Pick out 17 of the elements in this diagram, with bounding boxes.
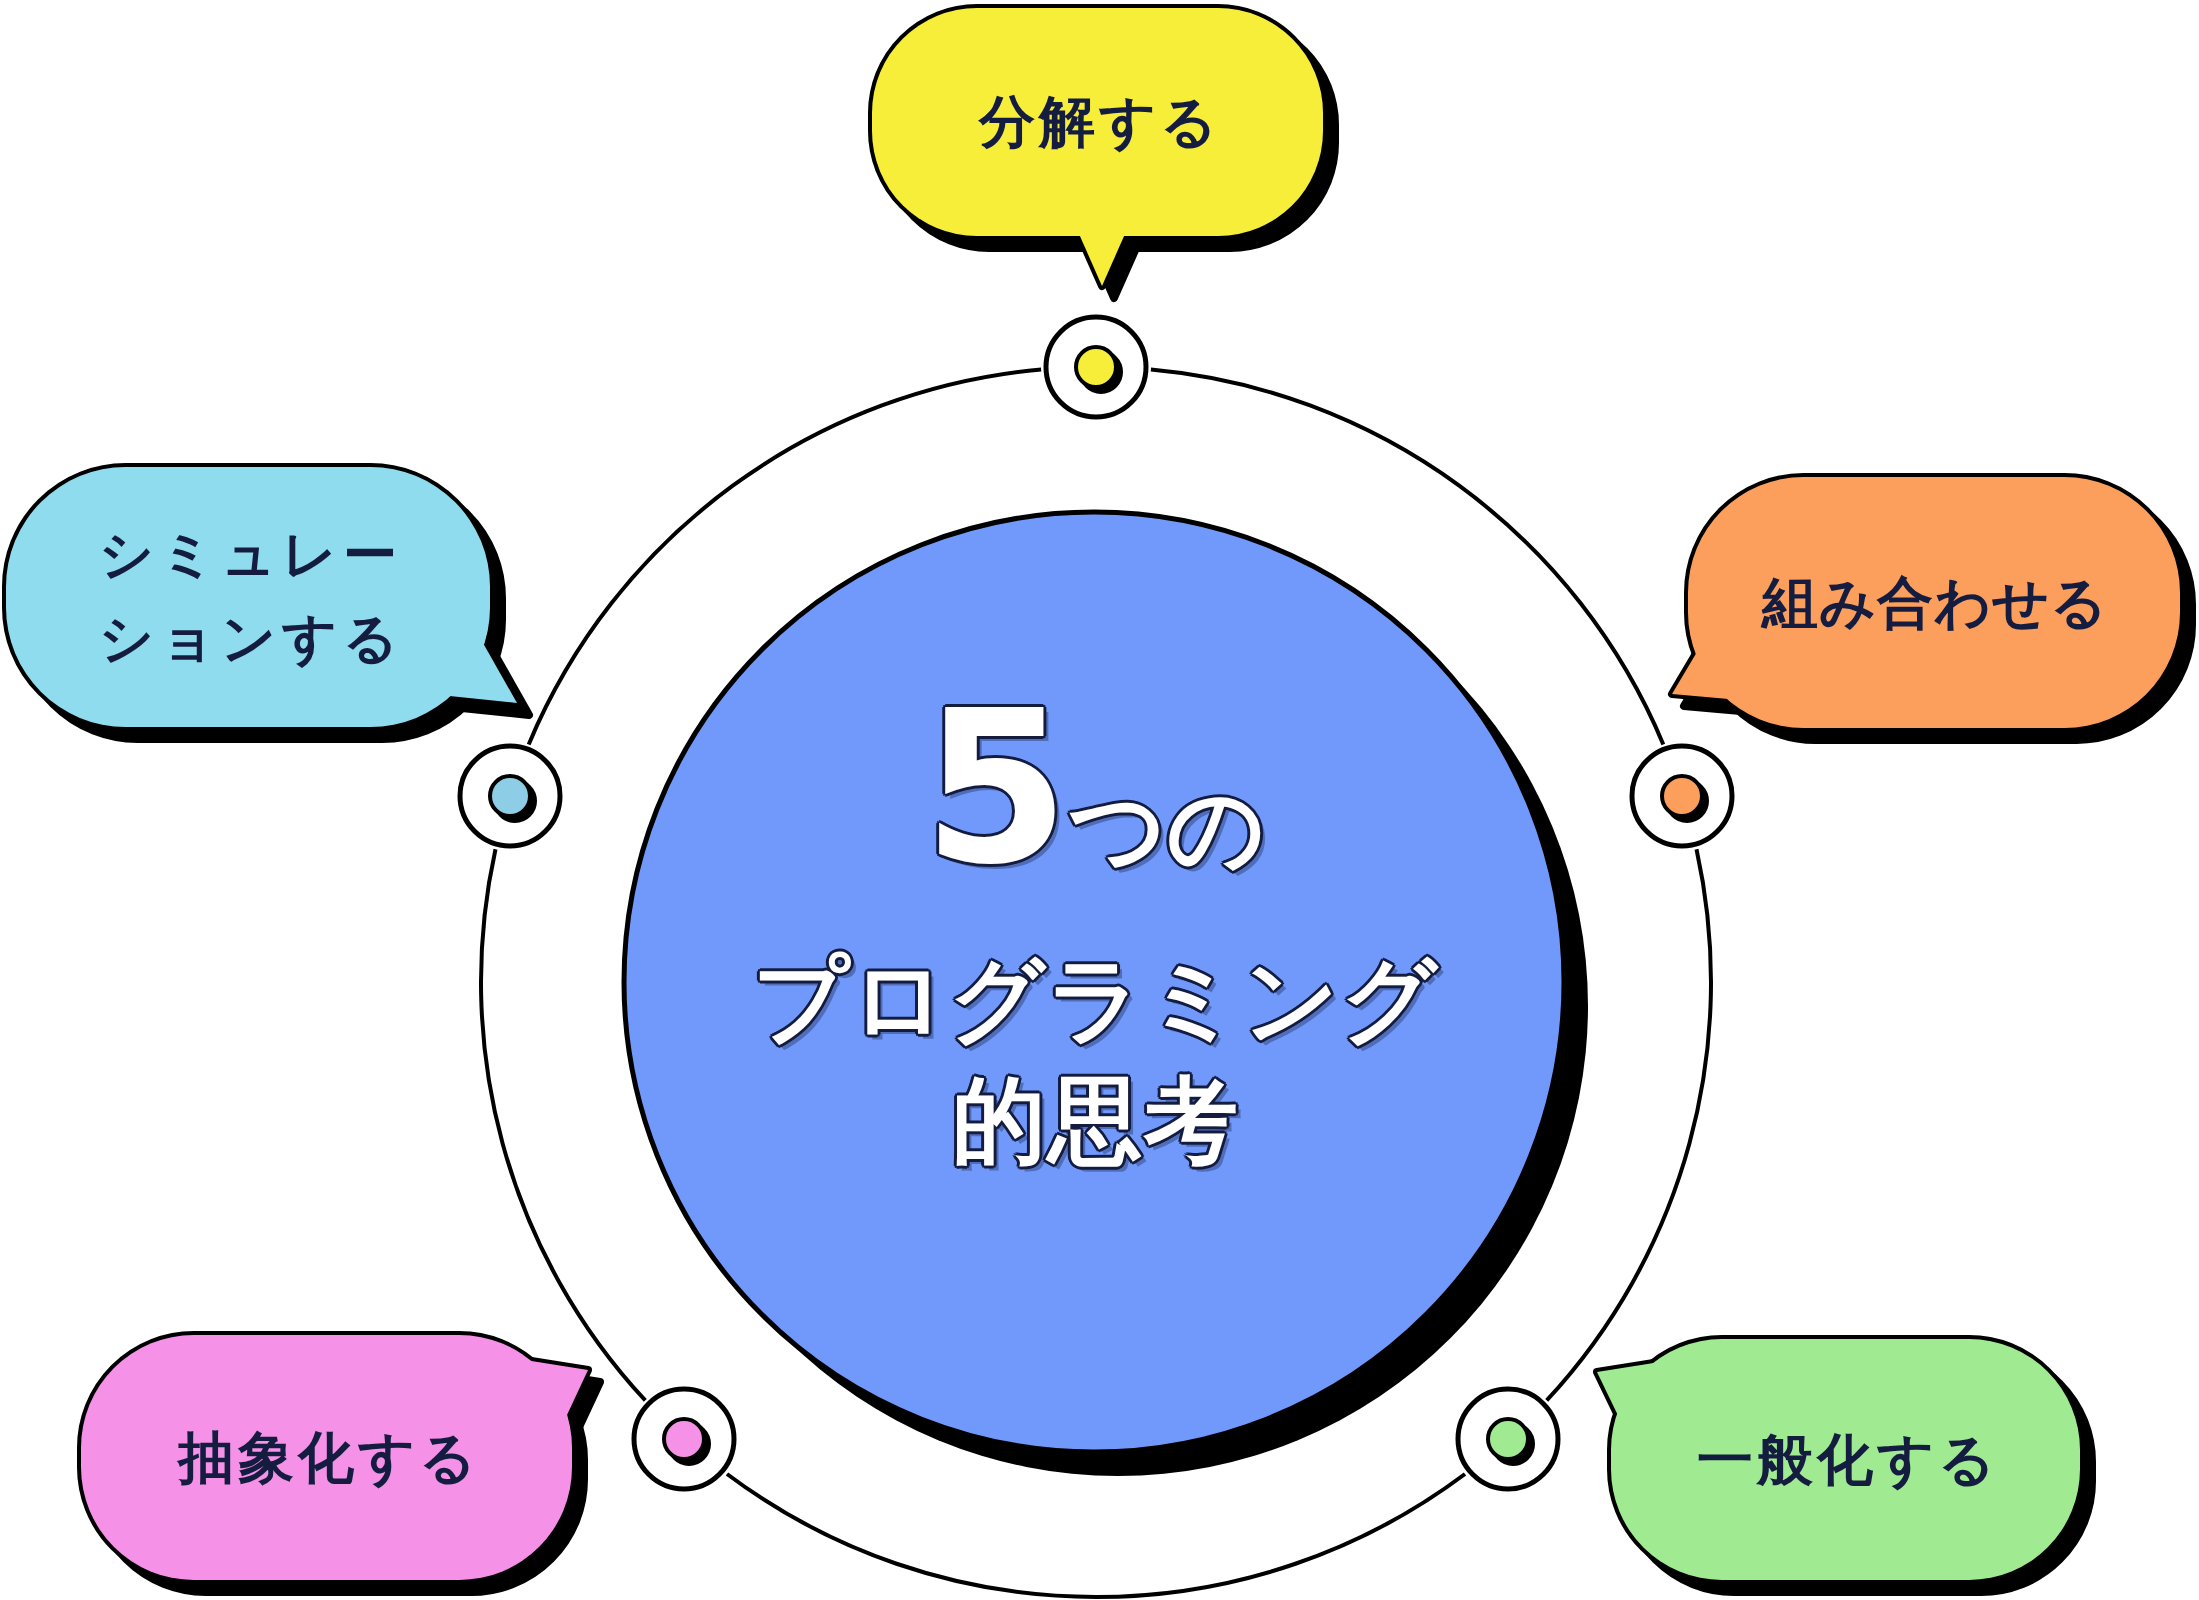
ring-arc <box>479 848 647 1402</box>
ring-arc <box>1150 367 1666 746</box>
skill-label: 分解する <box>977 88 1221 156</box>
ring-marker <box>456 743 563 850</box>
circle-title: プログラミング的思考 <box>752 944 1440 1177</box>
ring-arc <box>725 1472 1467 1599</box>
skill-label: シミュレーションする <box>97 522 405 672</box>
skill-label: 抽象化する <box>176 1423 480 1492</box>
circle-heading: 5つの <box>922 684 1266 894</box>
ring-arc <box>526 367 1042 746</box>
ring-marker <box>1043 314 1149 420</box>
ring-arc <box>1545 848 1713 1402</box>
ring-marker <box>1629 743 1736 850</box>
skill-label: 一般化する <box>1695 1425 1999 1494</box>
ring-marker <box>631 1386 738 1493</box>
ring-marker <box>1454 1386 1561 1493</box>
skill-label: 組み合わせる <box>1760 568 2108 637</box>
